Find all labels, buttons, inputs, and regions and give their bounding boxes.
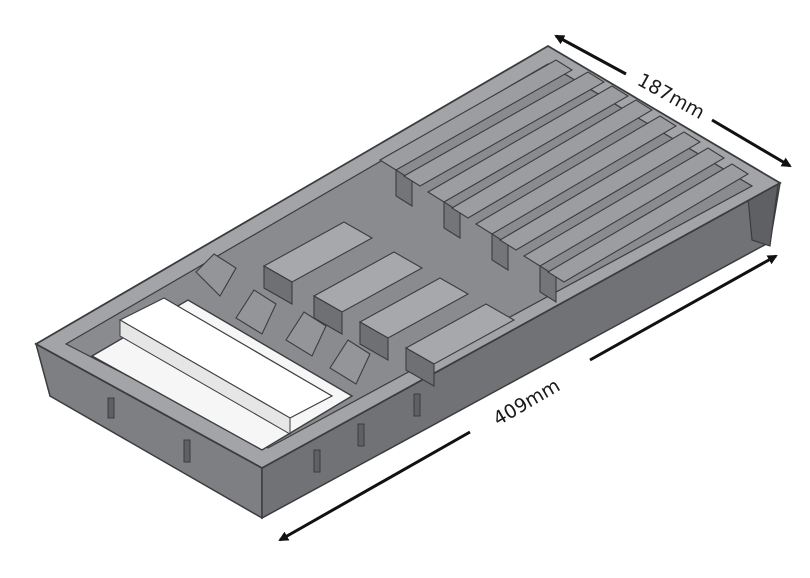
width-dimension-line-2 [711, 118, 792, 168]
short-knife-blocks [262, 221, 516, 387]
white-insert-edge [119, 319, 291, 435]
knife-tray-illustration [34, 44, 782, 520]
knife-slots [378, 59, 750, 303]
width-dimension-line-1 [554, 34, 627, 76]
length-dimension-line-2 [278, 430, 471, 542]
tray-feet [107, 393, 421, 473]
angled-dividers [195, 253, 371, 385]
length-dimension-line-1 [589, 254, 778, 362]
